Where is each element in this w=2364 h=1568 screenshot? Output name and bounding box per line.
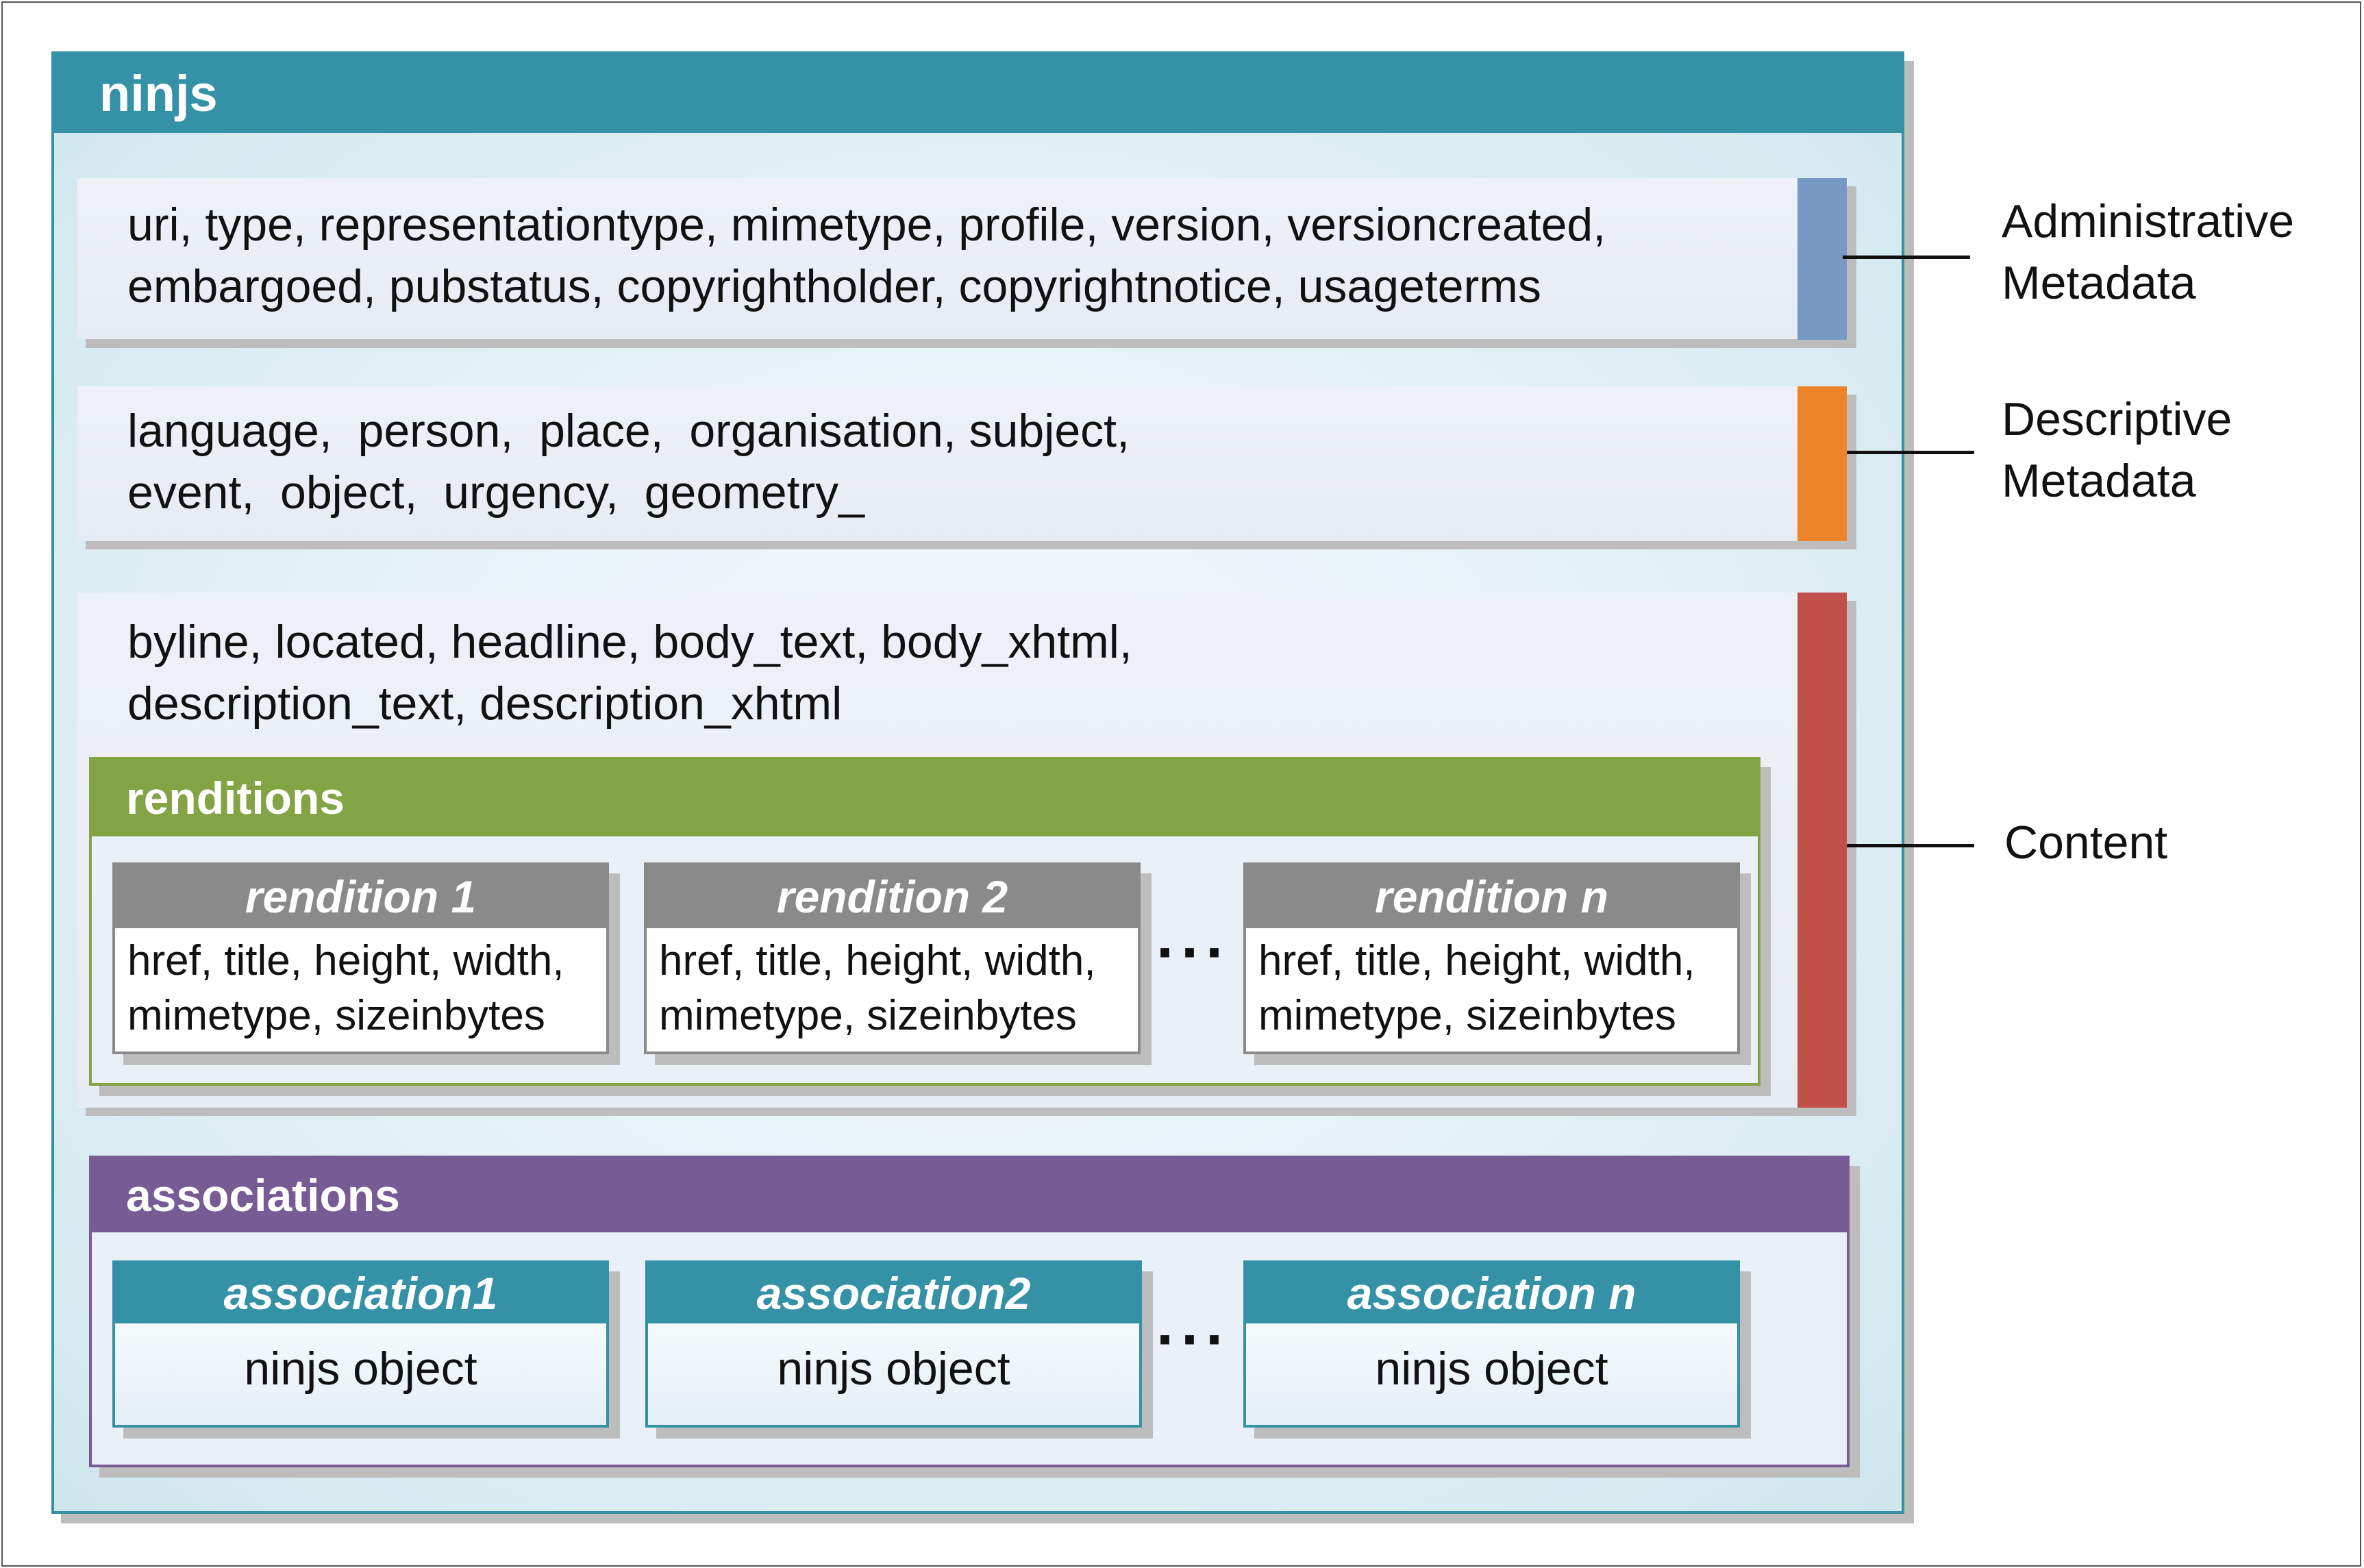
association-1-title: association1 — [115, 1263, 606, 1323]
content-label: Content — [2004, 817, 2168, 869]
rendition-card-n: rendition n href, title, height, width, … — [1243, 862, 1740, 1054]
association-card-n: association n ninjs object — [1243, 1260, 1740, 1428]
association-n-title: association n — [1246, 1263, 1737, 1323]
administrative-label-line2: Metadata — [2002, 257, 2196, 309]
rendition-n-line2: mimetype, sizeinbytes — [1258, 992, 1676, 1039]
descriptive-label-line1: Descriptive — [2002, 393, 2232, 445]
content-fields-line1: byline, located, headline, body_text, bo… — [127, 616, 1132, 668]
content-fields-line2: description_text, description_xhtml — [127, 677, 843, 730]
administrative-fields-line1: uri, type, representationtype, mimetype,… — [127, 199, 1606, 251]
rendition-card-2: rendition 2 href, title, height, width, … — [644, 862, 1141, 1054]
renditions-title: renditions — [92, 760, 1758, 836]
content-leader-line — [1847, 844, 1974, 847]
descriptive-fields-line1: language, person, place, organisation, s… — [127, 405, 1130, 457]
rendition-n-title: rendition n — [1246, 865, 1737, 928]
descriptive-bar — [1797, 386, 1847, 541]
descriptive-leader-line — [1847, 451, 1974, 454]
rendition-1-line1: href, title, height, width, — [127, 937, 564, 984]
administrative-fields-line2: embargoed, pubstatus, copyrightholder, c… — [127, 260, 1541, 312]
content-bar — [1797, 593, 1847, 1108]
descriptive-fields-line2: event, object, urgency, geometry_ — [127, 466, 864, 519]
renditions-ellipsis: ··· — [1156, 919, 1230, 987]
descriptive-panel: language, person, place, organisation, s… — [77, 386, 1848, 541]
rendition-1-title: rendition 1 — [115, 865, 606, 928]
association-card-2: association2 ninjs object — [645, 1260, 1142, 1428]
rendition-2-line2: mimetype, sizeinbytes — [659, 992, 1077, 1039]
associations-title: associations — [92, 1158, 1847, 1232]
association-n-body: ninjs object — [1375, 1343, 1608, 1395]
association-2-body: ninjs object — [777, 1343, 1010, 1395]
descriptive-label-line2: Metadata — [2002, 455, 2196, 507]
association-2-title: association2 — [648, 1263, 1139, 1323]
rendition-card-1: rendition 1 href, title, height, width, … — [112, 862, 609, 1054]
rendition-2-title: rendition 2 — [647, 865, 1138, 928]
administrative-bar — [1797, 178, 1847, 340]
administrative-leader-line — [1843, 256, 1970, 259]
ninjs-title: ninjs — [54, 54, 1902, 133]
associations-ellipsis: ··· — [1156, 1306, 1230, 1374]
association-card-1: association1 ninjs object — [112, 1260, 609, 1428]
rendition-1-line2: mimetype, sizeinbytes — [127, 992, 545, 1039]
association-1-body: ninjs object — [244, 1343, 477, 1395]
rendition-n-line1: href, title, height, width, — [1258, 937, 1695, 984]
administrative-label-line1: Administrative — [2002, 195, 2295, 247]
rendition-2-line1: href, title, height, width, — [659, 937, 1096, 984]
administrative-panel: uri, type, representationtype, mimetype,… — [77, 178, 1848, 339]
